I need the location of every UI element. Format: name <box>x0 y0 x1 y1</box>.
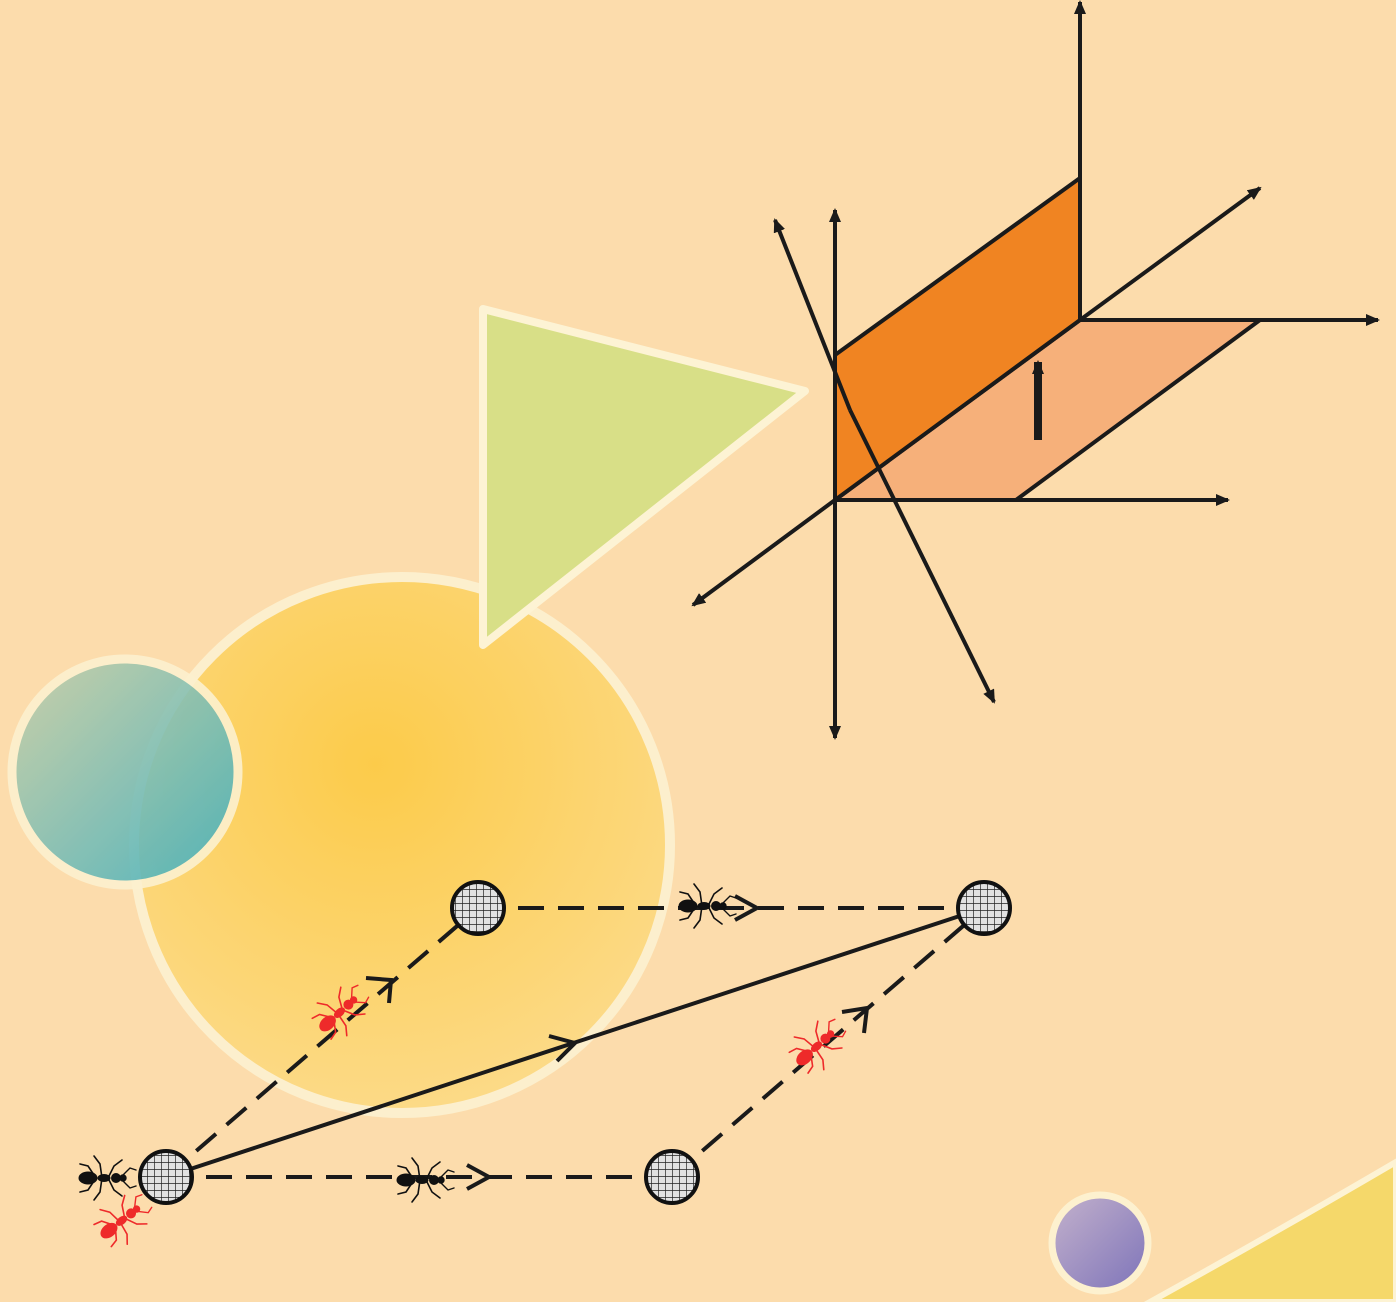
black-ant-bottom-edge <box>396 1157 455 1203</box>
tilted-line <box>848 409 996 704</box>
diagonal-axis-lower <box>691 498 837 607</box>
ant-network <box>78 880 1012 1255</box>
node-destination <box>956 880 1012 936</box>
background-decor <box>7 305 1396 1302</box>
plane-axes-diagram <box>691 0 1380 740</box>
tilted-line-top <box>773 218 852 411</box>
diagonal-axis-upper <box>1078 186 1262 322</box>
teal-circle <box>7 654 243 890</box>
purple-circle <box>1048 1191 1152 1295</box>
green-triangle <box>479 305 809 649</box>
black-ant-source <box>78 1155 137 1201</box>
node-lower <box>644 1149 700 1205</box>
direction-arrow-bottom-edge <box>466 1163 494 1191</box>
node-upper <box>450 880 506 936</box>
direction-arrow-direct-edge <box>548 1034 579 1063</box>
direction-arrow-lower-edge <box>841 1005 870 1034</box>
red-ant-lower-edge <box>782 1008 856 1081</box>
direction-arrow-upper-edge <box>365 976 394 1004</box>
direction-arrow-top-edge <box>734 894 762 922</box>
corner-wedge <box>1143 1158 1396 1302</box>
edge-source-upper <box>164 906 480 1179</box>
node-source <box>138 1149 194 1205</box>
